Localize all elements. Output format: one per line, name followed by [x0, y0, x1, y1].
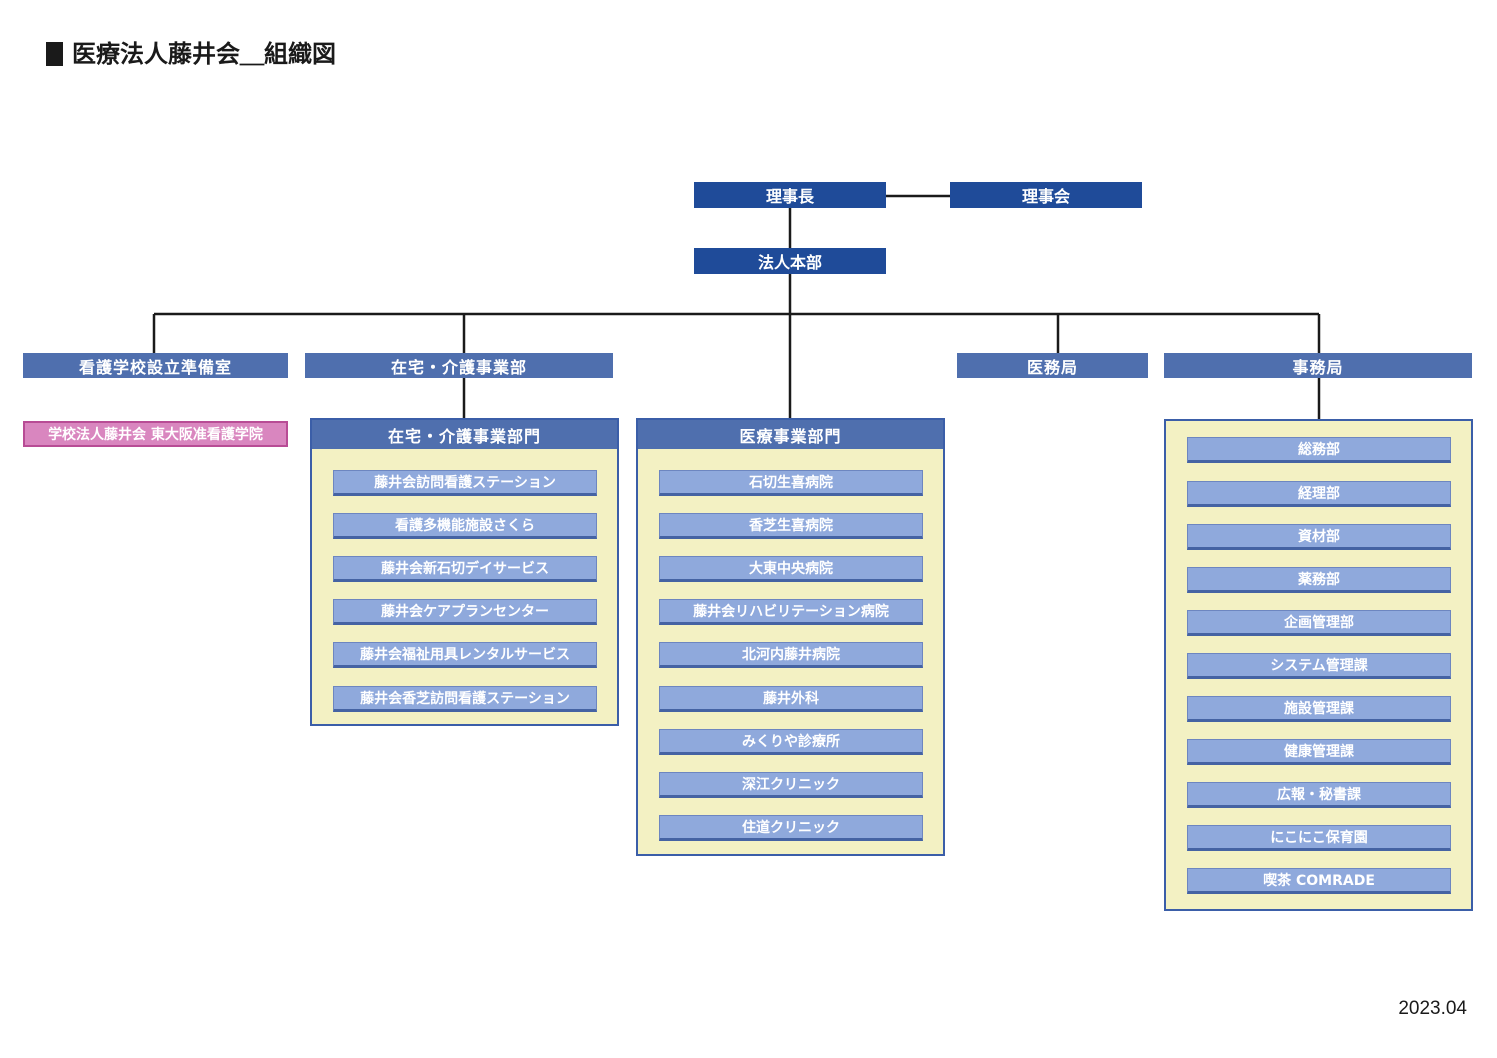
admin-item: 広報・秘書課: [1187, 782, 1451, 808]
admin-item: 喫茶 COMRADE: [1187, 868, 1451, 894]
home-care-item: 藤井会新石切デイサービス: [333, 556, 597, 582]
admin-dept-panel: 総務部 経理部 資材部 薬務部 企画管理部 システム管理課 施設管理課 健康管理…: [1164, 419, 1473, 911]
medical-item: 香芝生喜病院: [659, 513, 923, 539]
home-care-item: 看護多機能施設さくら: [333, 513, 597, 539]
admin-item: 企画管理部: [1187, 610, 1451, 636]
home-care-division-box: 在宅・介護事業部: [305, 353, 613, 378]
admin-item: 経理部: [1187, 481, 1451, 507]
home-care-item: 藤井会ケアプランセンター: [333, 599, 597, 625]
medical-office-box: 医務局: [957, 353, 1148, 378]
page-title: 医療法人藤井会＿組織図: [72, 40, 336, 68]
medical-item: 藤井外科: [659, 686, 923, 712]
nursing-school-prep-box: 看護学校設立準備室: [23, 353, 288, 378]
admin-item: にこにこ保育園: [1187, 825, 1451, 851]
chairman-box: 理事長: [694, 182, 886, 208]
medical-item: 住道クリニック: [659, 815, 923, 841]
admin-item: 健康管理課: [1187, 739, 1451, 765]
date-label: 2023.04: [1398, 998, 1467, 1019]
admin-item: システム管理課: [1187, 653, 1451, 679]
medical-dept-panel: 医療事業部門 石切生喜病院 香芝生喜病院 大東中央病院 藤井会リハビリテーション…: [636, 418, 945, 856]
home-care-item: 藤井会訪問看護ステーション: [333, 470, 597, 496]
home-care-dept-panel: 在宅・介護事業部門 藤井会訪問看護ステーション 看護多機能施設さくら 藤井会新石…: [310, 418, 619, 726]
medical-item: 石切生喜病院: [659, 470, 923, 496]
home-care-item: 藤井会香芝訪問看護ステーション: [333, 686, 597, 712]
admin-item: 資材部: [1187, 524, 1451, 550]
medical-item: 大東中央病院: [659, 556, 923, 582]
admin-item: 薬務部: [1187, 567, 1451, 593]
medical-item: 北河内藤井病院: [659, 642, 923, 668]
school-box: 学校法人藤井会 東大阪准看護学院: [23, 421, 288, 447]
admin-office-box: 事務局: [1164, 353, 1472, 378]
admin-item: 施設管理課: [1187, 696, 1451, 722]
medical-dept-title: 医療事業部門: [638, 420, 943, 449]
hq-box: 法人本部: [694, 248, 886, 274]
home-care-dept-title: 在宅・介護事業部門: [312, 420, 617, 449]
home-care-item: 藤井会福祉用具レンタルサービス: [333, 642, 597, 668]
medical-item: 藤井会リハビリテーション病院: [659, 599, 923, 625]
title-marker: [46, 42, 63, 66]
board-box: 理事会: [950, 182, 1142, 208]
admin-item: 総務部: [1187, 437, 1451, 463]
medical-item: 深江クリニック: [659, 772, 923, 798]
medical-item: みくりや診療所: [659, 729, 923, 755]
